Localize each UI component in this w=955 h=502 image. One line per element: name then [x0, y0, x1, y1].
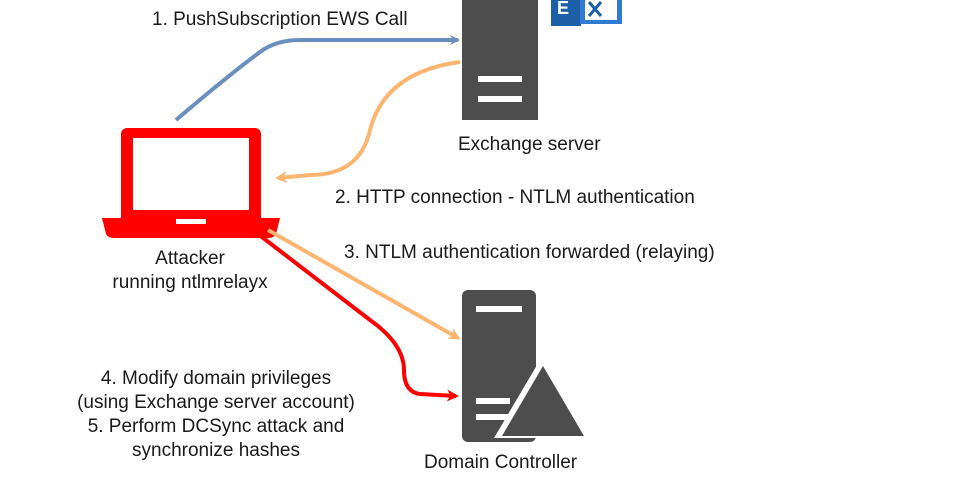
attacker-label-line1: Attacker [155, 248, 225, 269]
exchange-logo-icon: E [551, 0, 622, 26]
relay-label: 3. NTLM authentication forwarded (relayi… [344, 242, 715, 263]
http-connection-arrow [275, 60, 461, 184]
svg-text:E: E [557, 0, 569, 18]
dcsync-arrow [256, 232, 459, 402]
domain-controller-label: Domain Controller [424, 452, 578, 473]
relay-arrow [267, 228, 461, 340]
push-subscription-arrow [174, 35, 460, 122]
attacker-label: Attacker running ntlmrelayx [80, 247, 300, 295]
dcsync-label: 4. Modify domain privileges (using Excha… [36, 367, 396, 463]
push-subscription-label: 1. PushSubscription EWS Call [152, 9, 408, 30]
exchange-server-label: Exchange server [458, 134, 601, 155]
attacker-label-line2: running ntlmrelayx [112, 272, 268, 293]
http-connection-label: 2. HTTP connection - NTLM authentication [335, 187, 695, 208]
attacker-laptop-icon [102, 128, 280, 238]
dcsync-label-line1: 4. Modify domain privileges [100, 368, 332, 389]
dcsync-label-line4: synchronize hashes [132, 440, 300, 461]
dcsync-label-line3: 5. Perform DCSync attack and [87, 416, 345, 437]
exchange-server-icon [462, 0, 538, 120]
dcsync-label-line2: (using Exchange server account) [77, 392, 355, 413]
domain-controller-icon [462, 290, 586, 442]
